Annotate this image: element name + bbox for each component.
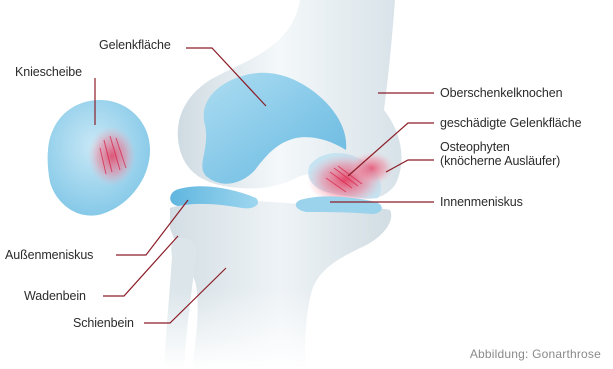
figure-caption: Abbildung: Gonarthrose [470,347,601,361]
label-gelenkflaeche: Gelenkfläche [99,38,171,52]
label-osteophyten: Osteophyten [440,140,510,154]
label-aussenmeniskus: Außenmeniskus [5,248,93,262]
label-oberschenkelknochen: Oberschenkelknochen [440,86,562,100]
label-kniescheibe: Kniescheibe [15,65,82,79]
label-wadenbein: Wadenbein [24,289,86,303]
patella-damage-glow [88,126,136,186]
bottom-fade [150,0,410,369]
label-innenmeniskus: Innenmeniskus [440,195,523,209]
label-osteophyten-subtitle: (knöcherne Ausläufer) [440,154,560,168]
label-geschaedigte-gelenkflaeche: geschädigte Gelenkfläche [440,116,581,130]
label-schienbein: Schienbein [73,316,134,330]
